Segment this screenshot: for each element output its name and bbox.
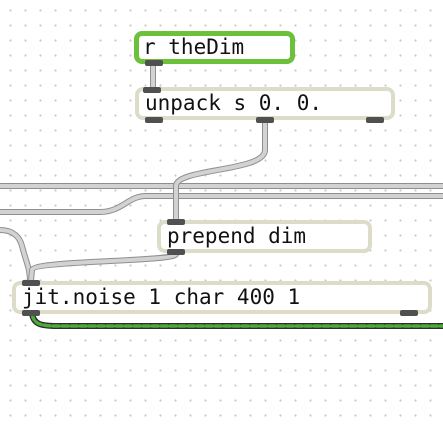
patch-cord[interactable] [29, 252, 178, 283]
inlet-port[interactable] [167, 219, 185, 225]
outlet-port[interactable] [145, 60, 163, 66]
outlet-port[interactable] [400, 310, 418, 316]
object-text: r theDim [143, 35, 245, 59]
patch-cord[interactable] [174, 119, 267, 222]
inlet-port[interactable] [143, 87, 161, 93]
outlet-port[interactable] [256, 117, 274, 123]
inlet-port[interactable] [22, 280, 40, 286]
patch-cord[interactable] [0, 194, 443, 214]
matrix-cord[interactable] [29, 311, 443, 329]
object-box-unpack[interactable]: unpack s 0. 0. [135, 87, 395, 120]
outlet-port[interactable] [167, 249, 185, 255]
object-text: prepend dim [167, 224, 307, 248]
object-box-prepend[interactable]: prepend dim [157, 220, 372, 253]
outlet-port[interactable] [145, 117, 163, 123]
outlet-port[interactable] [366, 117, 384, 123]
object-text: unpack s 0. 0. [145, 91, 323, 115]
patch-cord[interactable] [0, 193, 443, 215]
object-text: jit.noise 1 char 400 1 [22, 285, 301, 309]
object-box-jit-noise[interactable]: jit.noise 1 char 400 1 [12, 281, 432, 314]
matrix-cord[interactable] [30, 312, 443, 328]
outlet-port[interactable] [22, 310, 40, 316]
object-box-receive[interactable]: r theDim [134, 31, 295, 64]
